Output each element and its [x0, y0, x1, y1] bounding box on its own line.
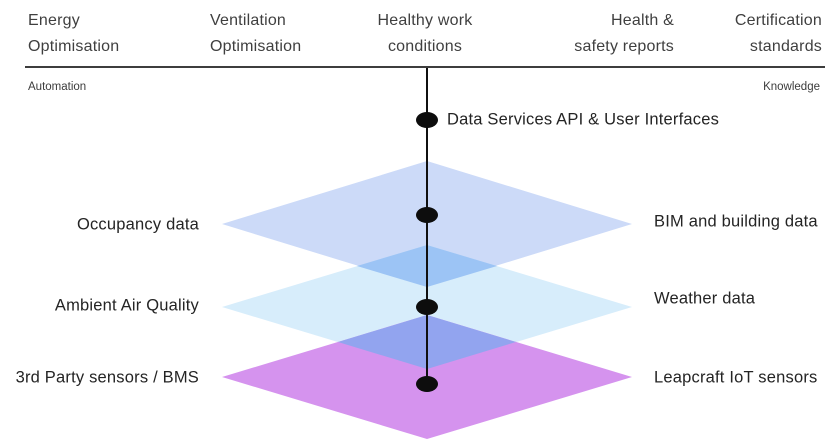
top-label-healthy-work-conditions: Healthy work conditions: [377, 12, 473, 55]
spine-node-layer3: [416, 376, 438, 392]
label-data-services-api: Data Services API & User Interfaces: [447, 110, 720, 129]
label-bim-building-data: BIM and building data: [654, 212, 818, 231]
spine-node-layer2: [416, 299, 438, 315]
axis-rule: [25, 66, 825, 68]
label-3rd-party-sensors-bms: 3rd Party sensors / BMS: [15, 368, 199, 387]
top-label-energy-optimisation: Energy Optimisation: [28, 12, 120, 55]
spine-node-layer1: [416, 207, 438, 223]
label-occupancy-data: Occupancy data: [76, 215, 199, 234]
axis-pole-automation: Automation: [28, 81, 87, 93]
label-weather-data: Weather data: [654, 289, 756, 308]
top-label-certification-standards: Certification standards: [734, 12, 822, 55]
top-label-ventilation-optimisation: Ventilation Optimisation: [210, 12, 302, 55]
label-leapcraft-iot-sensors: Leapcraft IoT sensors: [654, 368, 818, 387]
label-ambient-air-quality: Ambient Air Quality: [54, 296, 199, 315]
spine-node-api: [416, 112, 438, 128]
top-label-health-safety-reports: Health & safety reports: [574, 12, 674, 55]
axis-pole-knowledge: Knowledge: [763, 81, 820, 93]
